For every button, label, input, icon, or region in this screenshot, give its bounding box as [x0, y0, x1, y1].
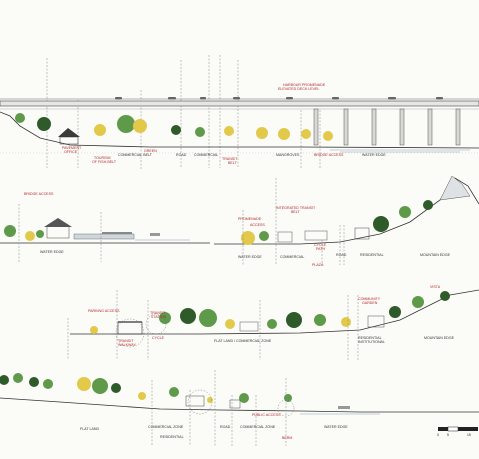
zone-residential-4: RESIDENTIAL — [160, 435, 184, 439]
section-1 — [0, 55, 479, 170]
section-4 — [0, 370, 479, 446]
section-2-left — [0, 204, 210, 262]
scale-tick-5: 5 — [447, 433, 449, 437]
section-1-ground — [0, 111, 479, 149]
zone-mountain-edge-3: MOUNTAIN EDGE — [424, 336, 455, 340]
zone-institutional-3: INSTITUTIONAL — [358, 340, 385, 344]
section-1-trees — [15, 113, 333, 141]
annotation-vista-3: VISTA — [430, 285, 441, 289]
zone-mountain-edge-2: MOUNTAIN EDGE — [420, 253, 451, 257]
annotation-garden-3: GARDEN — [362, 301, 378, 305]
zone-water-edge-3: WATER EDGE — [238, 255, 262, 259]
annotation-elevated-deck: ELEVATED DECK LEVEL — [278, 87, 320, 91]
zone-commercial-belt: COMMERCIAL BELT — [118, 153, 152, 157]
annotation-transit: TRANSIT — [222, 157, 238, 161]
annotation-path-2: PATH — [316, 247, 326, 251]
annotation-walkway-3: WALKWAY — [118, 343, 136, 347]
annotation-belt-2: BELT — [291, 210, 300, 214]
zone-commercial-zone-4a: COMMERCIAL ZONE — [148, 425, 184, 429]
annotation-promenade-2: PROMENADE — [238, 217, 262, 221]
bridge-piers — [313, 108, 461, 146]
zone-road-2: ROAD — [336, 253, 347, 257]
zone-residential-3: RESIDENTIAL — [358, 336, 382, 340]
annotation-bridge-access-2: BRIDGE ACCESS — [24, 192, 54, 196]
zone-road-1: ROAD — [176, 153, 187, 157]
annotation-integrated-transit: INTEGRATED TRANSIT — [276, 206, 316, 210]
annotation-parking-access: PARKING ACCESS — [88, 309, 120, 313]
section-1-pavilion — [58, 128, 80, 145]
annotation-office: OFFICE — [64, 150, 78, 154]
annotation-transit-3: TRANSIT — [150, 311, 166, 315]
zone-flat-land-commercial: FLAT LAND / COMMERCIAL ZONE — [214, 339, 272, 343]
zone-water-edge-2: WATER EDGE — [40, 250, 64, 254]
annotation-belt: BELT — [228, 161, 237, 165]
annotation-bridge-access-1: BRIDGE ACCESS — [314, 153, 344, 157]
annotation-community-3: COMMUNITY — [358, 297, 381, 301]
scale-tick-15: 15 — [467, 433, 471, 437]
zone-water-edge-1: WATER EDGE — [362, 153, 386, 157]
zone-flat-land-4: FLAT LAND — [80, 427, 100, 431]
zone-commercial-zone-4b: COMMERCIAL ZONE — [240, 425, 276, 429]
zone-residential-2: RESIDENTIAL — [360, 253, 384, 257]
annotation-green: GREEN — [144, 149, 157, 153]
annotation-harbour-promenade: HARBOUR PROMENADE — [283, 83, 326, 87]
zone-commercial-2: COMMERCIAL — [280, 255, 305, 259]
annotation-transit-3b: TRANSIT — [118, 339, 134, 343]
annotation-station-3: STATION — [151, 315, 167, 319]
zone-mangroves: MANGROVES — [276, 153, 300, 157]
section-3 — [67, 289, 479, 360]
annotation-public-access-4: PUBLIC ACCESS — [252, 413, 281, 417]
scale-tick-0: 0 — [437, 433, 439, 437]
annotation-cycle-2: CYCLE — [314, 243, 326, 247]
section-2-right — [214, 175, 479, 265]
scale-bar — [438, 426, 478, 432]
annotation-plaza-2: PLAZA — [312, 263, 324, 267]
section-1-guides — [46, 55, 321, 170]
annotation-cycle-3: CYCLE — [152, 336, 164, 340]
zone-commercial-1: COMMERCIAL — [194, 153, 219, 157]
annotation-access-2: ACCESS — [250, 223, 265, 227]
zone-water-edge-4: WATER EDGE — [324, 425, 348, 429]
annotation-tourism: TOURISM — [94, 156, 111, 160]
annotation-pavement: PAVEMENT — [62, 146, 82, 150]
section-1-water — [330, 149, 470, 153]
bridge-deck — [0, 97, 479, 110]
annotation-berm-4: BERM — [282, 436, 293, 440]
annotation-of-fish-belt: OF FISH-BELT — [92, 160, 117, 164]
zone-road-4: ROAD — [220, 425, 231, 429]
